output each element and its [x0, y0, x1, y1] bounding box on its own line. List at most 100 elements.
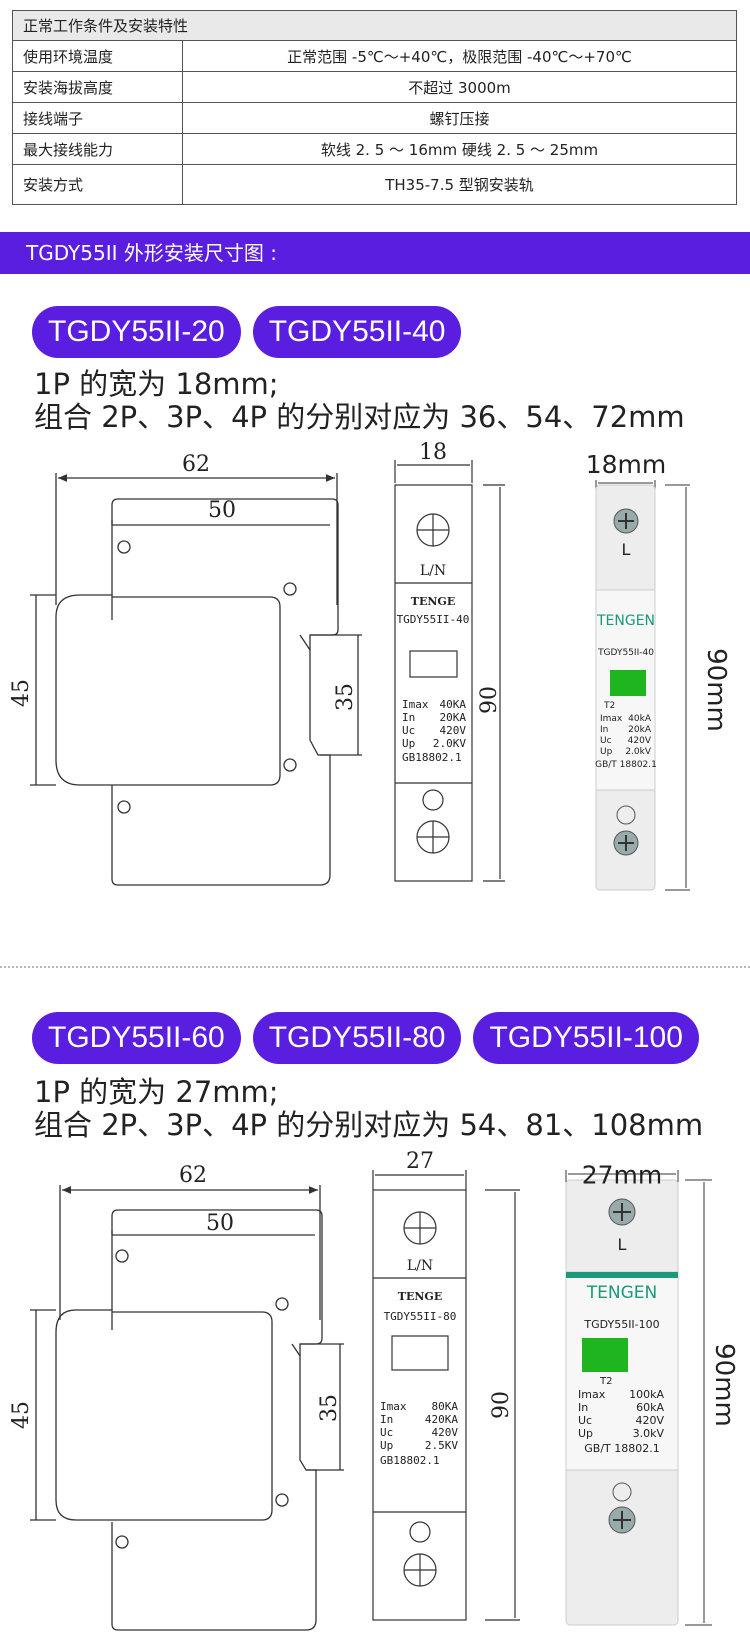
front-view [372, 1170, 520, 1621]
photo-spec-value: 420V [628, 736, 652, 746]
front-model: TGDY55II-80 [384, 1310, 457, 1323]
right-height-dim: 35 [333, 683, 358, 711]
overall-width-dim: 62 [179, 1163, 207, 1188]
spec-key: In [402, 711, 415, 724]
spec-key: Imax [402, 698, 429, 711]
section-title-banner: TGDY55II 外形安装尺寸图 : [0, 232, 750, 274]
spec-key: Up [402, 737, 415, 750]
width-note-line1: 1P 的宽为 27mm; [34, 1075, 279, 1109]
spec-key: Imax [380, 1400, 407, 1413]
photo-terminal: L [622, 540, 631, 559]
photo-spec-value: 60kA [636, 1401, 664, 1414]
dimension-drawing: 62 50 45 35 27 90 L/N TENGE TGDY55II-80 … [9, 1149, 739, 1631]
photo-spec-value: 20kA [628, 725, 652, 735]
dimension-drawing: 62 50 45 35 18 90 L/N TENGE TGDY55II-40 … [9, 440, 731, 891]
spec-row: 安装方式 TH35-7.5 型钢安装轨 [12, 164, 737, 205]
photo-spec-key: Imax [578, 1388, 606, 1401]
photo-spec-key: In [578, 1401, 588, 1414]
section-divider [0, 966, 750, 968]
standard-label: GB18802.1 [380, 1454, 440, 1467]
photo-height-label: 90mm [701, 648, 731, 732]
product-photo [565, 1170, 712, 1626]
photo-standard: GB/T 18802.1 [584, 1442, 659, 1455]
photo-model: TGDY55II-40 [597, 648, 654, 658]
brand-logo: TENGE [411, 595, 455, 608]
terminal-label: L/N [420, 563, 446, 579]
photo-spec-key: In [600, 725, 608, 735]
photo-spec-key: Uc [578, 1414, 592, 1427]
photo-spec-key: Up [600, 747, 613, 757]
spec-value: 软线 2. 5 ～ 16mm 硬线 2. 5 ～ 25mm [182, 133, 737, 165]
left-height-dim: 45 [9, 679, 34, 707]
spec-table: 正常工作条件及安装特性 使用环境温度 正常范围 -5℃～+40℃，极限范围 -4… [12, 10, 737, 205]
photo-terminal: L [618, 1235, 627, 1254]
spec-key: In [380, 1413, 393, 1426]
spec-label: 使用环境温度 [12, 40, 183, 72]
photo-width-label: 18mm [586, 450, 667, 479]
spec-value: 不超过 3000m [182, 71, 737, 103]
spec-row: 使用环境温度 正常范围 -5℃～+40℃，极限范围 -40℃～+70℃ [12, 40, 737, 72]
width-note-line2: 组合 2P、3P、4P 的分别对应为 54、81、108mm [34, 1108, 704, 1142]
model-tag: TGDY55II-40 [252, 306, 462, 358]
side-view [30, 1185, 344, 1631]
photo-class: T2 [603, 701, 615, 711]
width-note-line2: 组合 2P、3P、4P 的分别对应为 36、54、72mm [34, 400, 685, 434]
front-model: TGDY55II-40 [397, 613, 470, 626]
spec-value: 螺钉压接 [182, 102, 737, 134]
spec-row: 最大接线能力 软线 2. 5 ～ 16mm 硬线 2. 5 ～ 25mm [12, 133, 737, 165]
inner-width-dim: 50 [208, 498, 236, 523]
photo-class: T2 [599, 1376, 612, 1387]
spec-value: 80KA [432, 1400, 459, 1413]
inner-width-dim: 50 [206, 1211, 234, 1236]
photo-spec-value: 420V [635, 1414, 664, 1427]
photo-standard: GB/T 18802.1 [595, 760, 657, 770]
width-note: 1P 的宽为 27mm; 组合 2P、3P、4P 的分别对应为 54、81、10… [34, 1076, 703, 1142]
photo-spec-key: Up [578, 1427, 593, 1440]
spec-value: TH35-7.5 型钢安装轨 [182, 164, 737, 205]
spec-value: 20KA [440, 711, 467, 724]
spec-value: 2.0KV [433, 737, 466, 750]
product-photo [595, 480, 690, 891]
photo-spec-key: Imax [600, 714, 623, 724]
spec-table-title: 正常工作条件及安装特性 [12, 10, 737, 41]
photo-model: TGDY55II-100 [583, 1318, 659, 1331]
overall-width-dim: 62 [182, 452, 210, 477]
spec-key: Up [380, 1439, 393, 1452]
spec-label: 最大接线能力 [12, 133, 183, 165]
photo-spec-value: 3.0kV [633, 1427, 665, 1440]
model-tag: TGDY55II-100 [473, 1012, 699, 1064]
photo-spec-value: 100kA [629, 1388, 664, 1401]
model-tags: TGDY55II-60 TGDY55II-80 TGDY55II-100 [32, 1012, 699, 1064]
photo-spec-value: 40kA [628, 714, 652, 724]
spec-key: Uc [402, 724, 415, 737]
photo-brand: TENGEN [586, 1283, 657, 1303]
spec-row: 安装海拔高度 不超过 3000m [12, 71, 737, 103]
spec-value: 40KA [440, 698, 467, 711]
front-height-dim: 90 [489, 1391, 514, 1419]
model-tags: TGDY55II-20 TGDY55II-40 [32, 306, 462, 358]
model-tag: TGDY55II-80 [252, 1012, 462, 1064]
standard-label: GB18802.1 [402, 751, 462, 764]
front-height-dim: 90 [477, 686, 502, 714]
spec-key: Uc [380, 1426, 393, 1439]
photo-spec-key: Uc [600, 736, 612, 746]
photo-brand: TENGEN [596, 613, 655, 629]
spec-row: 接线端子 螺钉压接 [12, 102, 737, 134]
spec-value: 2.5KV [425, 1439, 458, 1452]
right-height-dim: 35 [317, 1394, 342, 1422]
left-height-dim: 45 [9, 1401, 34, 1429]
spec-value: 420KA [425, 1413, 458, 1426]
spec-label: 接线端子 [12, 102, 183, 134]
model-tag: TGDY55II-20 [32, 306, 241, 358]
width-note-line1: 1P 的宽为 18mm; [34, 367, 279, 401]
spec-value: 420V [440, 724, 467, 737]
spec-label: 安装海拔高度 [12, 71, 183, 103]
spec-value: 正常范围 -5℃～+40℃，极限范围 -40℃～+70℃ [182, 40, 737, 72]
photo-width-label: 27mm [582, 1160, 663, 1189]
spec-label: 安装方式 [12, 164, 183, 205]
width-note: 1P 的宽为 18mm; 组合 2P、3P、4P 的分别对应为 36、54、72… [34, 368, 685, 434]
front-width-dim: 18 [419, 440, 447, 465]
front-width-dim: 27 [406, 1149, 434, 1174]
spec-table-header: 正常工作条件及安装特性 [12, 10, 737, 41]
spec-value: 420V [432, 1426, 459, 1439]
